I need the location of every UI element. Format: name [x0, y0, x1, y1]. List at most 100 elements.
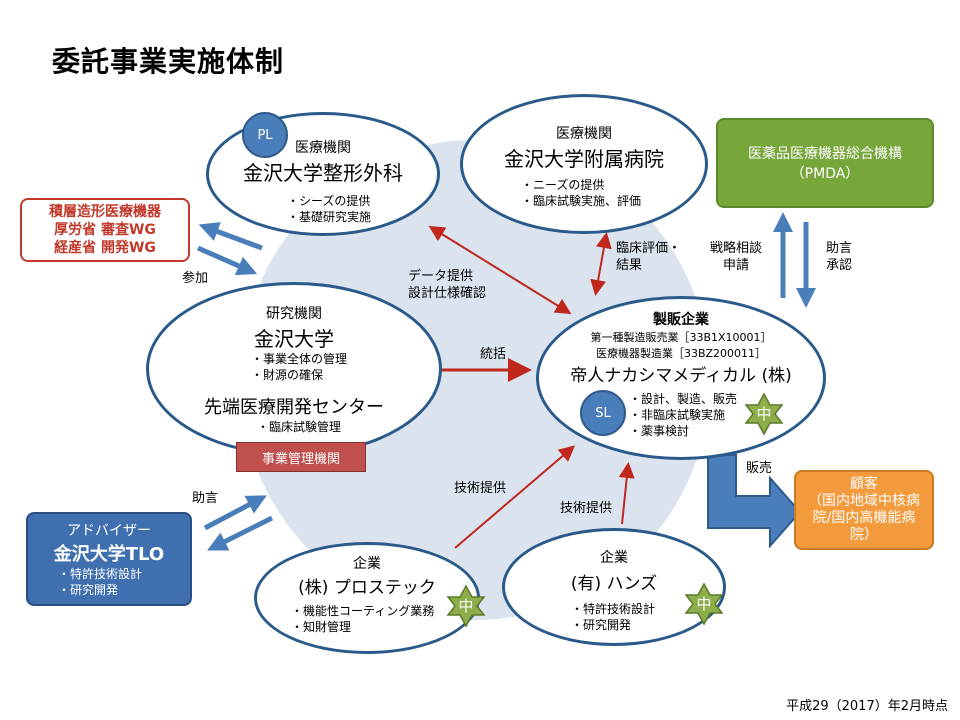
maker-bullet: ・薬事検討: [629, 424, 690, 438]
naka-star-icon: 中: [446, 584, 486, 628]
customer-line: （国内地域中核病: [808, 493, 920, 509]
maker-license1: 第一種製造販売業［33B1X10001］: [590, 331, 772, 344]
pmda-abbr: （PMDA）: [790, 166, 860, 182]
advisor-name: 金沢大学TLO: [53, 544, 165, 565]
maker-bullets: ・設計、製造、販売 ・非臨床試験実施 ・薬事検討: [629, 391, 737, 439]
sales-label: 販売: [746, 461, 773, 476]
center-bullet: ・臨床試験管理: [257, 420, 342, 434]
naka-badge-text: 中: [696, 595, 711, 613]
maker-bullet: ・設計、製造、販売: [629, 392, 738, 406]
strategy-label-line: 戦略相談: [710, 241, 763, 256]
research-category: 研究機関: [266, 306, 322, 322]
data-label-line: データ提供: [408, 269, 474, 284]
strategy-label-line: 申請: [723, 258, 750, 273]
clinical-label-line: 臨床評価・: [616, 241, 682, 256]
page-title: 委託事業実施体制: [52, 45, 285, 78]
tlo-arrow-out: [203, 495, 267, 531]
hospital-node: 医療機関 金沢大学附属病院 ・ニーズの提供 ・臨床試験実施、評価: [460, 94, 708, 234]
hospital-bullet: ・臨床試験実施、評価: [521, 194, 642, 208]
ortho-bullet: ・基礎研究実施: [287, 210, 372, 224]
center-bullets: ・臨床試験管理: [257, 419, 341, 435]
clinical-label-line: 結果: [616, 258, 643, 273]
advisor-box: アドバイザー 金沢大学TLO ・特許技術設計 ・研究開発: [26, 512, 192, 606]
hands-bullets: ・特許技術設計 ・研究開発: [571, 601, 655, 633]
tech-arrow-hands: [618, 462, 635, 525]
prostec-bullet: ・知財管理: [291, 620, 352, 634]
data-label-line: 設計仕様確認: [408, 286, 487, 301]
ortho-bullet: ・シーズの提供: [287, 194, 371, 208]
wg-box: 積層造形医療機器 厚労省 審査WG 経産省 開発WG: [20, 198, 190, 262]
ortho-bullets: ・シーズの提供 ・基礎研究実施: [287, 193, 371, 225]
hospital-bullet: ・ニーズの提供: [521, 178, 605, 192]
tech-label-hands: 技術提供: [560, 501, 613, 516]
hands-category: 企業: [600, 550, 628, 566]
research-node: 研究機関 金沢大学 ・事業全体の管理 ・財源の確保 先端医療開発センター ・臨床…: [146, 282, 442, 456]
research-bullets: ・事業全体の管理 ・財源の確保: [251, 351, 347, 383]
hospital-category: 医療機関: [556, 126, 612, 142]
sanka-label: 参加: [182, 271, 209, 286]
maker-license2: 医療機器製造業［33BZ200011］: [595, 347, 767, 360]
advice-tlo-label: 助言: [192, 491, 219, 506]
pl-badge: PL: [242, 112, 288, 158]
research-bullet: ・事業全体の管理: [251, 352, 348, 366]
customer-box: 顧客 （国内地域中核病 院/国内高機能病 院）: [794, 470, 934, 550]
advice-pmda-label-line: 承認: [826, 258, 853, 273]
wg-line: 経産省 開発WG: [54, 240, 156, 256]
tech-arrow-prostec: [454, 445, 576, 549]
office-box: 事業管理機関: [236, 442, 366, 472]
strategy-label: 戦略相談 申請: [710, 240, 762, 274]
pmda-name: 医薬品医療機器総合機構: [748, 146, 902, 162]
advisor-bullet: ・研究開発: [58, 583, 119, 597]
research-bullet: ・財源の確保: [251, 368, 324, 382]
maker-name: 帝人ナカシマメディカル (株): [570, 366, 792, 386]
prostec-bullet: ・機能性コーティング業務: [291, 604, 435, 618]
wg-arrow-in: [198, 222, 263, 251]
prostec-category: 企業: [353, 556, 381, 572]
wg-line: 厚労省 審査WG: [54, 222, 156, 238]
naka-badge-text: 中: [756, 405, 771, 423]
advice-pmda-label-line: 助言: [826, 241, 853, 256]
maker-node: 製販企業 第一種製造販売業［33B1X10001］ 医療機器製造業［33BZ20…: [536, 296, 826, 460]
naka-star-icon: 中: [684, 582, 724, 626]
advisor-bullet: ・特許技術設計: [58, 567, 143, 581]
prostec-name: (株) プロステック: [298, 578, 436, 598]
maker-category: 製販企業: [653, 312, 709, 328]
sl-badge: SL: [580, 390, 626, 436]
hospital-bullets: ・ニーズの提供 ・臨床試験実施、評価: [521, 177, 641, 209]
ortho-name: 金沢大学整形外科: [243, 161, 403, 185]
sales-arrow: [707, 454, 802, 549]
customer-title: 顧客: [850, 476, 878, 492]
hands-bullet: ・特許技術設計: [571, 602, 656, 616]
advisor-title: アドバイザー: [67, 523, 151, 539]
data-arrow: [428, 225, 572, 315]
clinical-label: 臨床評価・ 結果: [616, 240, 681, 274]
hands-name: (有) ハンズ: [570, 574, 658, 594]
wg-arrow-out: [196, 245, 258, 276]
ortho-node: 医療機関 金沢大学整形外科 ・シーズの提供 ・基礎研究実施: [206, 112, 440, 236]
ortho-category: 医療機関: [295, 140, 351, 156]
wg-line: 積層造形医療機器: [49, 204, 161, 220]
research-name: 金沢大学: [254, 327, 334, 351]
data-label: データ提供 設計仕様確認: [408, 268, 486, 302]
prostec-bullets: ・機能性コーティング業務 ・知財管理: [291, 603, 434, 635]
naka-badge-text: 中: [458, 597, 473, 615]
tech-label-prostec: 技術提供: [454, 481, 507, 496]
date-footer: 平成29（2017）年2月時点: [786, 699, 948, 714]
advisor-bullets: ・特許技術設計 ・研究開発: [58, 566, 142, 598]
clinical-arrow: [590, 232, 612, 296]
hands-bullet: ・研究開発: [571, 618, 632, 632]
tlo-arrow-in: [207, 515, 274, 551]
office-label: 事業管理機関: [261, 451, 340, 467]
customer-line: 院/国内高機能病: [812, 510, 916, 526]
customer-line: 院）: [850, 527, 878, 543]
pmda-box: 医薬品医療機器総合機構 （PMDA）: [716, 118, 934, 208]
advice-pmda-label: 助言 承認: [826, 240, 852, 274]
hands-node: 企業 (有) ハンズ ・特許技術設計 ・研究開発: [502, 528, 726, 646]
tokatsu-label: 統括: [480, 347, 507, 362]
hospital-name: 金沢大学附属病院: [504, 147, 664, 171]
maker-bullet: ・非臨床試験実施: [629, 408, 726, 422]
prostec-node: 企業 (株) プロステック ・機能性コーティング業務 ・知財管理: [254, 542, 480, 654]
center-name: 先端医療開発センター: [204, 397, 384, 418]
naka-star-icon: 中: [744, 392, 784, 436]
